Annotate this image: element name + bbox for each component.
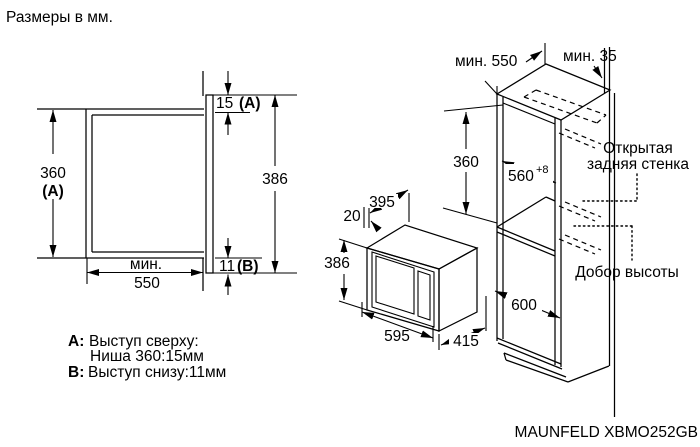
notes-block: A: Выступ сверху: Ниша 360:15мм B: Высту… bbox=[68, 333, 226, 381]
height-filler-callout: Добор высоты bbox=[573, 225, 679, 281]
dim-bottom-gap-11B: 11 (B) bbox=[213, 238, 297, 295]
open-back-wall-callout: Открытая задняя стенка bbox=[582, 140, 689, 202]
oven-door-frame bbox=[371, 251, 435, 328]
dim-label: 11 bbox=[219, 258, 235, 275]
dim-min-label: мин. bbox=[130, 256, 162, 273]
dim-cabinet-wall-gap-35: мин. 35 bbox=[563, 48, 617, 79]
callout-line2: задняя стенка bbox=[587, 156, 689, 173]
dim-label: 550 bbox=[134, 275, 160, 292]
dim-label: 20 bbox=[343, 208, 361, 225]
note-b-key: B: bbox=[68, 364, 84, 381]
dim-cabinet-min-depth-550: мин. 550 bbox=[455, 43, 546, 95]
oven-door bbox=[366, 247, 440, 332]
oven-door-window bbox=[375, 255, 415, 315]
dim-niche-width-550: мин. 550 bbox=[86, 256, 203, 292]
callout-label: Добор высоты bbox=[575, 264, 679, 281]
dim-label: 360 bbox=[40, 165, 66, 182]
note-a-key: A: bbox=[68, 333, 84, 350]
dim-key: (A) bbox=[239, 95, 261, 112]
dim-oven-height-386: 386 bbox=[324, 238, 368, 311]
model-name: MAUNFELD XBMO252GB bbox=[515, 424, 698, 441]
dim-label: 15 bbox=[216, 95, 233, 112]
dim-oven-depth-395: 395 bbox=[363, 189, 410, 228]
dim-label: 560 bbox=[508, 168, 534, 185]
dim-top-gap-15A: 15 (A) bbox=[213, 71, 297, 135]
dim-oven-total-depth-415: 415 bbox=[438, 296, 487, 350]
dim-label: мин. 550 bbox=[455, 53, 518, 70]
note-b-text: Выступ снизу:11мм bbox=[88, 364, 226, 381]
page-title: Размеры в мм. bbox=[6, 9, 113, 26]
dim-key: (B) bbox=[237, 258, 259, 275]
dim-cabinet-lower-600: 600 bbox=[494, 290, 561, 319]
dim-cabinet-niche-width-560: 560 +8 bbox=[501, 160, 557, 185]
oven-top-face bbox=[365, 224, 479, 270]
dim-label: 360 bbox=[453, 154, 479, 171]
callout-line1: Открытая bbox=[603, 140, 673, 157]
oven-front-panel bbox=[205, 94, 214, 274]
dim-niche-height-360A: 360 (A) bbox=[40, 110, 66, 257]
dim-front-height-386: 386 bbox=[262, 95, 288, 273]
dim-door-thickness-20: 20 bbox=[343, 208, 382, 233]
dim-label: мин. 35 bbox=[563, 48, 617, 65]
cabinet-top-face bbox=[495, 63, 612, 121]
open-back-dashed-marks bbox=[558, 128, 602, 255]
dim-label: 415 bbox=[453, 333, 479, 350]
dim-label: 386 bbox=[324, 255, 350, 272]
dim-label: 386 bbox=[262, 171, 288, 188]
dim-tolerance: +8 bbox=[536, 164, 549, 176]
note-a-text: Выступ сверху: bbox=[89, 333, 199, 350]
dim-cabinet-niche-height-360: 360 bbox=[442, 104, 504, 224]
oven-3d-view bbox=[365, 224, 479, 333]
oven-control-panel bbox=[417, 270, 431, 321]
dim-label: 600 bbox=[511, 297, 537, 314]
dim-oven-width-595: 595 bbox=[361, 302, 434, 345]
dim-label: 395 bbox=[369, 194, 395, 211]
note-a-text2: Ниша 360:15мм bbox=[90, 348, 204, 365]
niche-section-view bbox=[37, 71, 214, 291]
oven-right-face bbox=[438, 246, 478, 333]
dim-label: 595 bbox=[384, 328, 410, 345]
cabinet-3d-view bbox=[495, 47, 616, 417]
dim-key: (A) bbox=[42, 183, 64, 200]
